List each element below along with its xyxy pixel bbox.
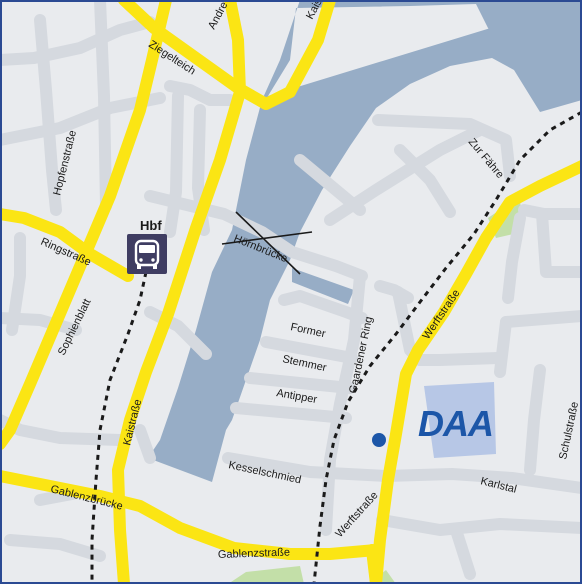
- minor-street: [230, 402, 352, 424]
- minor-street: [134, 424, 156, 464]
- ziegelteich-road: [118, 0, 296, 110]
- station-label: Hbf: [140, 218, 162, 233]
- kaistrasse-road: [112, 86, 246, 584]
- minor-street: [0, 16, 156, 66]
- minor-street: [372, 114, 516, 182]
- minor-street: [0, 92, 166, 146]
- minor-street: [524, 364, 546, 476]
- minor-street: [450, 524, 476, 580]
- minor-street: [320, 270, 366, 536]
- railway-lines: [90, 110, 582, 584]
- minor-street: [94, 0, 112, 212]
- minor-street: [144, 190, 368, 282]
- werftstrasse-road: [366, 544, 382, 584]
- minor-street: [376, 514, 582, 536]
- andre-road: [224, 0, 246, 98]
- railway-line: [90, 271, 148, 584]
- bus-icon: [127, 234, 167, 274]
- minor-street: [500, 310, 582, 328]
- minor-street: [536, 208, 582, 278]
- sophienblatt-road: [0, 0, 172, 450]
- minor-street: [4, 534, 106, 562]
- bridge-mark: [221, 231, 313, 245]
- minor-street: [414, 352, 504, 366]
- minor-street: [222, 452, 582, 494]
- logo-text: DAA: [418, 403, 493, 444]
- street-label-gablenzstrasse: Gablenzstraße: [218, 546, 291, 561]
- harbor-basin: [148, 0, 582, 482]
- minor-street: [518, 204, 582, 220]
- minor-street: [34, 14, 62, 216]
- park-area: [228, 566, 304, 584]
- minor-street: [144, 306, 212, 360]
- railway-line: [312, 110, 582, 584]
- harbor-water: [148, 0, 582, 482]
- water-inlet: [292, 268, 354, 304]
- station-marker[interactable]: Hbf: [127, 218, 167, 274]
- ringstrasse-road: [0, 208, 134, 282]
- minor-street: [324, 124, 486, 226]
- hoernbruecke-bridge-marks: [221, 211, 313, 275]
- minor-street: [502, 212, 526, 304]
- location-dot-icon[interactable]: [372, 433, 386, 447]
- logo-backdrop: [424, 382, 496, 458]
- minor-street: [494, 316, 512, 378]
- minor-street: [260, 336, 358, 364]
- kais-top-road: [284, 0, 336, 98]
- minor-street: [164, 80, 236, 106]
- minor-street: [244, 372, 356, 394]
- minor-street: [164, 90, 184, 238]
- minor-street: [6, 232, 26, 336]
- werftstrasse-road: [370, 160, 582, 584]
- daa-logo[interactable]: DAA: [418, 382, 496, 458]
- bridge-mark: [235, 211, 301, 275]
- minor-street: [394, 144, 456, 218]
